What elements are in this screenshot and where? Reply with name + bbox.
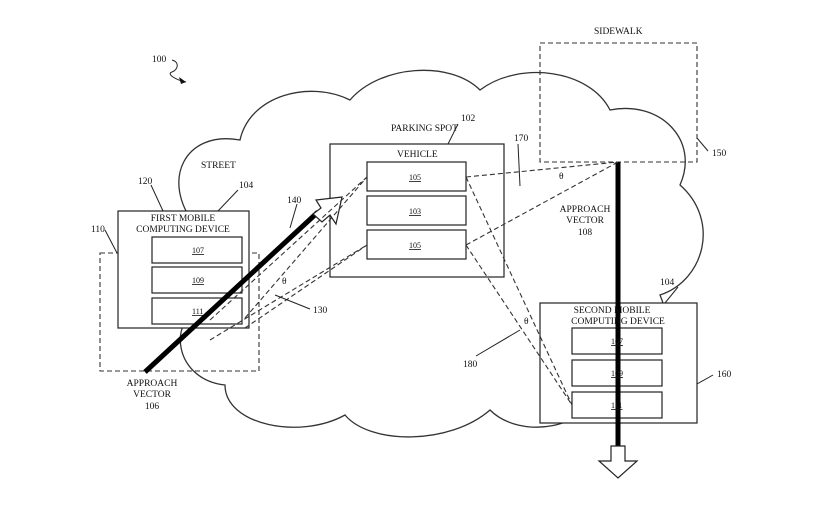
second-device-title-2: COMPUTING DEVICE [571, 317, 665, 327]
first-device-ref: 104 [239, 181, 254, 191]
leader-160 [696, 374, 714, 385]
leader-100 [169, 59, 187, 83]
approach-vector-106-ref: 106 [145, 402, 160, 412]
leader-180 [475, 329, 521, 357]
parking-spot-ref: 102 [461, 114, 476, 124]
leader-130 [274, 294, 311, 310]
sidewalk-label: SIDEWALK [594, 27, 643, 37]
leader-102 [447, 123, 459, 145]
vehicle-component-2-label: 103 [409, 207, 421, 216]
link-vehicle-to-sidewalk-1 [465, 161, 619, 178]
first-device-title-1: FIRST MOBILE [151, 214, 216, 224]
leader-104a [217, 189, 239, 212]
ref-140: 140 [287, 196, 302, 206]
second-device-outer-ref: 160 [717, 370, 732, 380]
angle-theta-2: θ [282, 277, 287, 287]
approach-arrow-head-1 [312, 196, 343, 226]
first-device-component-1-label: 107 [192, 246, 204, 255]
leader-150 [696, 137, 709, 152]
approach-vector-108-line1: APPROACH [560, 205, 611, 215]
link-vehicle-to-second-1 [465, 176, 573, 406]
first-device-component-2-label: 109 [192, 276, 204, 285]
approach-vector-108-line2: VECTOR [566, 216, 604, 226]
link-first-to-105c [209, 244, 368, 341]
vehicle-label: VEHICLE [397, 150, 438, 160]
vehicle-component-3-label: 105 [409, 241, 421, 250]
leader-120 [150, 184, 164, 212]
vehicle-component-3 [366, 229, 467, 260]
approach-arrow-head-2 [597, 445, 639, 479]
first-device-title-2: COMPUTING DEVICE [136, 225, 230, 235]
link-first-to-105d [244, 244, 368, 329]
angle-theta-3: θ [524, 317, 529, 327]
first-device-component-2 [151, 266, 243, 294]
ref-180: 180 [463, 360, 478, 370]
vehicle-component-2 [366, 195, 467, 226]
parking-spot-label: PARKING SPOT [391, 124, 458, 134]
first-device-component-1 [151, 236, 243, 264]
first-device-zone-ref: 110 [91, 225, 105, 235]
first-device-outer-ref: 120 [138, 177, 153, 187]
street-label: STREET [201, 161, 236, 171]
second-device-component-2-label: 109 [611, 369, 623, 378]
link-first-to-105b [244, 176, 368, 319]
second-device-title-1: SECOND MOBILE [574, 306, 651, 316]
approach-vector-106-line1: APPROACH [127, 379, 178, 389]
ref-170: 170 [514, 134, 529, 144]
leader-104b [664, 286, 679, 304]
vehicle-component-1-label: 105 [409, 173, 421, 182]
leader-170 [517, 143, 521, 187]
second-device-component-1-label: 107 [611, 337, 623, 346]
angle-theta-1: θ [559, 172, 564, 182]
vehicle-component-1 [366, 161, 467, 192]
second-device-ref: 104 [660, 278, 675, 288]
approach-vector-106-line2: VECTOR [133, 390, 171, 400]
sidewalk-ref: 150 [712, 149, 727, 159]
link-first-to-105a [209, 176, 368, 321]
leader-100-arrow [179, 77, 186, 84]
leader-140 [289, 203, 298, 229]
ref-130: 130 [313, 306, 328, 316]
figure-ref-100: 100 [152, 55, 167, 65]
second-device-component-3-label: 111 [611, 401, 622, 410]
first-device-zone [99, 252, 260, 372]
approach-vector-108-ref: 108 [578, 228, 593, 238]
approach-vector-106-line [143, 210, 320, 374]
first-device-component-3-label: 111 [192, 307, 203, 316]
leader-110 [104, 229, 118, 254]
